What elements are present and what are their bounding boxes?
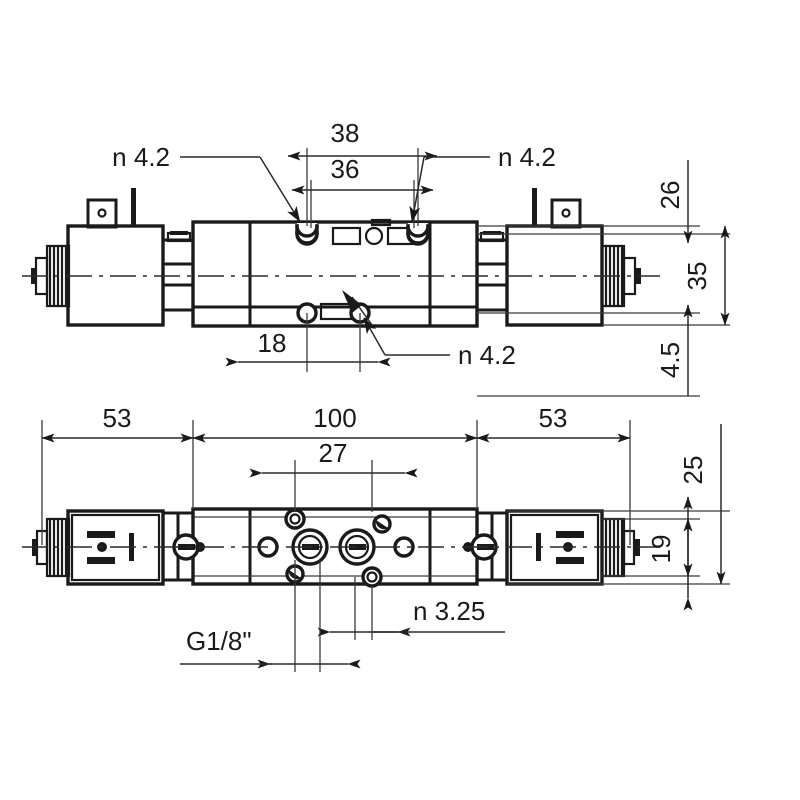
bottom-face-ports <box>172 508 498 588</box>
dim-18: 18 <box>225 313 391 372</box>
note-hole-bottom-label: n 4.2 <box>458 340 516 370</box>
note-hole-top-left-label: n 4.2 <box>112 142 170 172</box>
top-view-geometry <box>22 188 660 328</box>
top-face-features <box>295 218 430 246</box>
note-port-thread: G1/8" <box>180 560 361 672</box>
dim-27: 27 <box>249 438 418 512</box>
dim-53-right-label: 53 <box>539 403 568 433</box>
note-hole-top-left: n 4.2 <box>112 142 301 223</box>
note-hole-3-25: n 3.25 <box>317 577 505 640</box>
dim-4-5-label: 4.5 <box>655 342 685 378</box>
dim-36: 36 <box>291 154 434 228</box>
dim-36-label: 36 <box>331 154 360 184</box>
dim-26-label: 26 <box>655 181 685 210</box>
dim-35-label: 35 <box>682 262 712 291</box>
dim-19-label: 19 <box>646 535 676 564</box>
note-hole-top-right-label: n 4.2 <box>498 142 556 172</box>
dim-100-label: 100 <box>313 403 356 433</box>
dim-53-left-label: 53 <box>103 403 132 433</box>
dim-18-label: 18 <box>258 328 287 358</box>
dim-right-vertical-bottom: 25 19 <box>507 424 730 611</box>
dim-right-vertical-group: 26 35 4.5 <box>477 160 730 397</box>
note-hole-bottom: n 4.2 <box>342 290 516 370</box>
dim-27-label: 27 <box>319 438 348 468</box>
note-hole-3-25-label: n 3.25 <box>413 596 485 626</box>
dim-25-label: 25 <box>678 456 708 485</box>
dim-chain-53-100-53: 53 100 53 <box>41 403 631 545</box>
note-port-thread-label: G1/8" <box>186 626 252 656</box>
dim-38-label: 38 <box>331 118 360 148</box>
note-hole-top-right: n 4.2 <box>409 142 556 223</box>
bottom-view-geometry <box>22 507 660 588</box>
